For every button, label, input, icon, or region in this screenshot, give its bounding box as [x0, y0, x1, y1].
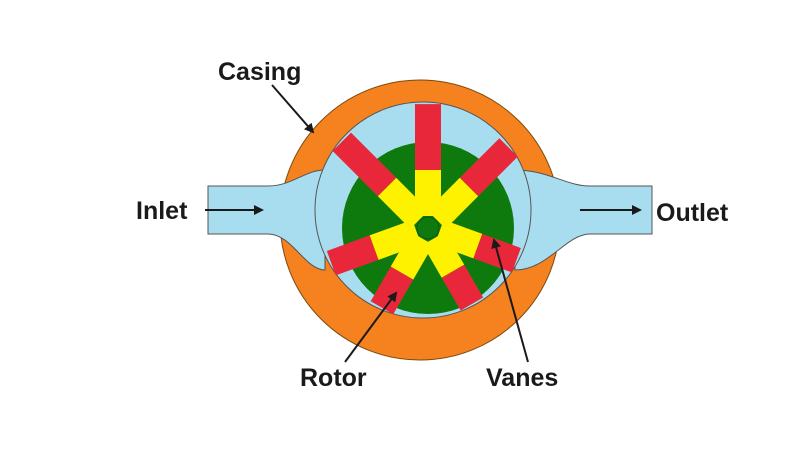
vane-outer-segment	[415, 104, 441, 170]
vane-inner-segment	[390, 231, 434, 280]
vane-inner-segment	[369, 219, 422, 260]
outlet-channel	[514, 169, 653, 271]
casing-label: Casing	[218, 58, 301, 86]
vane	[326, 219, 422, 276]
vane-outer-segment	[459, 138, 518, 197]
vane-outer-segment	[332, 132, 397, 197]
casing-arrow	[271, 84, 315, 134]
rotor-label: Rotor	[300, 364, 367, 392]
vane	[332, 132, 429, 229]
inlet-channel	[207, 169, 326, 271]
vane-inner-segment	[427, 177, 479, 229]
vanes-group	[326, 104, 521, 315]
shaft	[416, 216, 440, 240]
outlet-label: Outlet	[656, 199, 729, 227]
vane-outer-segment	[370, 266, 414, 315]
vane-inner-segment	[422, 231, 465, 278]
vane-inner-segment	[377, 177, 429, 229]
vane	[415, 104, 441, 216]
vane-outer-segment	[441, 264, 484, 311]
vanes-label: Vanes	[486, 364, 558, 392]
vane	[370, 231, 434, 315]
vanes-arrow	[491, 238, 529, 363]
vane	[422, 231, 484, 311]
vane-outer-segment	[326, 235, 379, 276]
vane-inner-segment	[434, 219, 483, 259]
inlet-label: Inlet	[136, 197, 188, 225]
rotor-arrow	[344, 291, 398, 363]
vane	[427, 138, 518, 229]
